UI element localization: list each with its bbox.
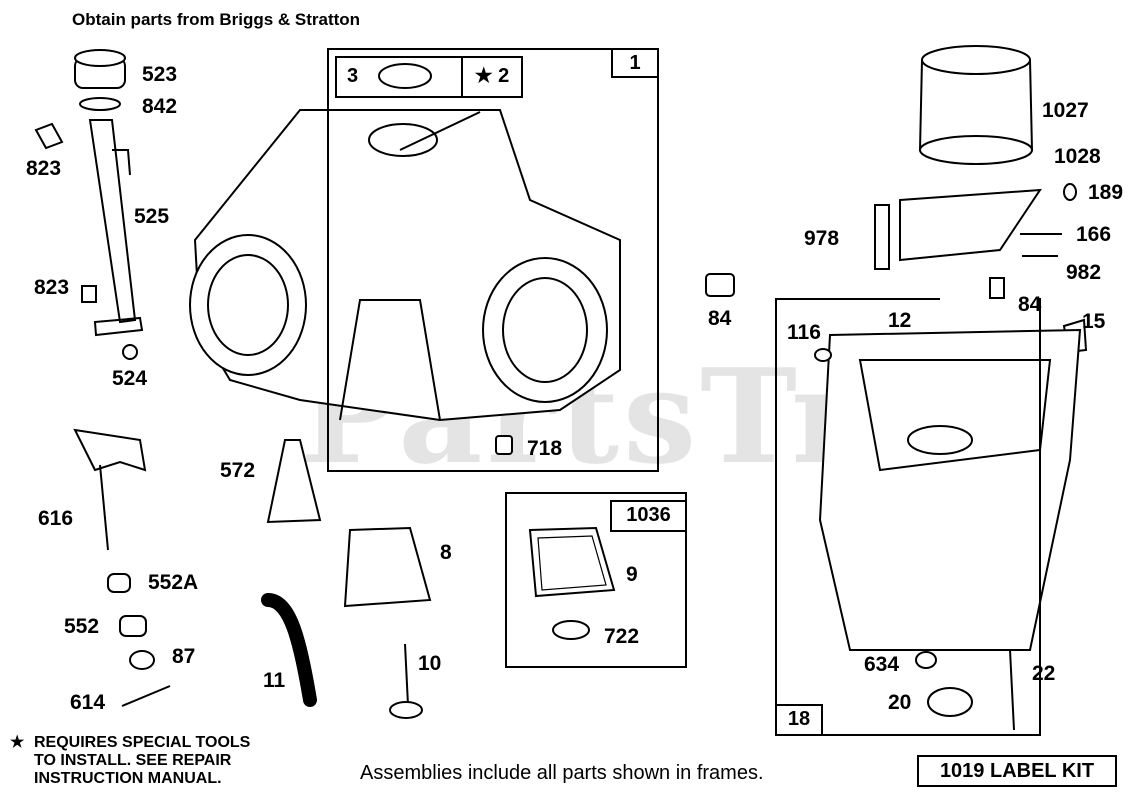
callout-634: 634	[864, 653, 900, 676]
plug-drawing	[705, 273, 735, 297]
callout-15: 15	[1082, 310, 1106, 333]
cylinder-frame-tag: 1	[611, 48, 659, 78]
oil-filter-drawing	[874, 45, 1088, 354]
note-line-3: INSTRUCTION MANUAL.	[34, 770, 222, 787]
callout-11: 11	[263, 669, 286, 692]
callout-87: 87	[172, 645, 196, 668]
gasket-drawing	[528, 526, 616, 640]
callout-1027: 1027	[1042, 99, 1089, 122]
breather-parts-drawing	[261, 439, 432, 719]
callout-572: 572	[220, 459, 256, 482]
callout-9: 9	[626, 563, 638, 586]
callout-84-filter: 84	[1018, 293, 1042, 316]
callout-552a: 552A	[148, 571, 199, 594]
note-line-2: TO INSTALL. SEE REPAIR	[34, 752, 232, 769]
governor-parts-drawing	[73, 428, 171, 707]
callout-722: 722	[604, 625, 640, 648]
label-kit-box: 1019 LABEL KIT	[917, 755, 1117, 787]
callout-84-plug: 84	[708, 307, 732, 330]
note-line-1: REQUIRES SPECIAL TOOLS	[34, 734, 251, 751]
callout-823-top: 823	[26, 157, 62, 180]
callout-1028: 1028	[1054, 145, 1101, 168]
assemblies-footnote: Assemblies include all parts shown in fr…	[360, 762, 764, 784]
special-tool-ref-tag: ★ 2	[461, 56, 523, 98]
callout-978: 978	[804, 227, 840, 250]
seal-ref-tag: 3	[335, 56, 463, 98]
seal-drawing	[378, 63, 432, 89]
dipstick-tube-drawing	[34, 49, 144, 360]
callout-189: 189	[1088, 181, 1124, 204]
callout-718: 718	[527, 437, 563, 460]
callout-842: 842	[142, 95, 178, 118]
callout-20: 20	[888, 691, 912, 714]
callout-12: 12	[888, 309, 912, 332]
special-tools-note: ★ REQUIRES SPECIAL TOOLS TO INSTALL. SEE…	[10, 734, 250, 788]
callout-166: 166	[1076, 223, 1112, 246]
callout-614: 614	[70, 691, 106, 714]
callout-8: 8	[440, 541, 452, 564]
callout-982: 982	[1066, 261, 1102, 284]
callout-22: 22	[1032, 662, 1056, 685]
callout-616: 616	[38, 507, 74, 530]
gasket-set-frame	[505, 492, 687, 668]
sump-frame-tag: 18	[775, 704, 823, 736]
cylinder-frame	[327, 48, 659, 472]
cylinder-block-drawing	[189, 109, 621, 455]
callout-552: 552	[64, 615, 100, 638]
page-header: Obtain parts from Briggs & Stratton	[72, 10, 361, 29]
callout-823-bottom: 823	[34, 276, 70, 299]
gasket-set-frame-tag: 1036	[610, 500, 687, 532]
callout-523: 523	[142, 63, 178, 86]
callout-524: 524	[112, 367, 148, 390]
callout-525: 525	[134, 205, 170, 228]
callout-116: 116	[787, 321, 821, 344]
star-icon: ★	[10, 734, 25, 751]
callout-10: 10	[418, 652, 442, 675]
sump-frame-right	[775, 298, 1041, 736]
